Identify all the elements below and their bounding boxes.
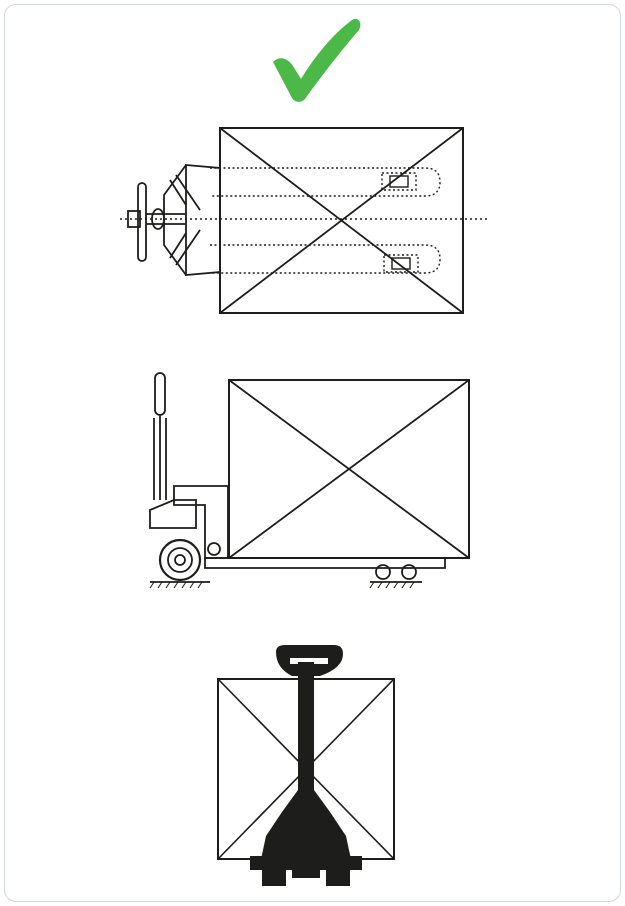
side-view xyxy=(149,372,470,589)
top-view xyxy=(120,127,490,314)
fork-outline xyxy=(210,167,441,274)
rear-view xyxy=(217,645,395,886)
check-mark-icon xyxy=(273,18,361,102)
